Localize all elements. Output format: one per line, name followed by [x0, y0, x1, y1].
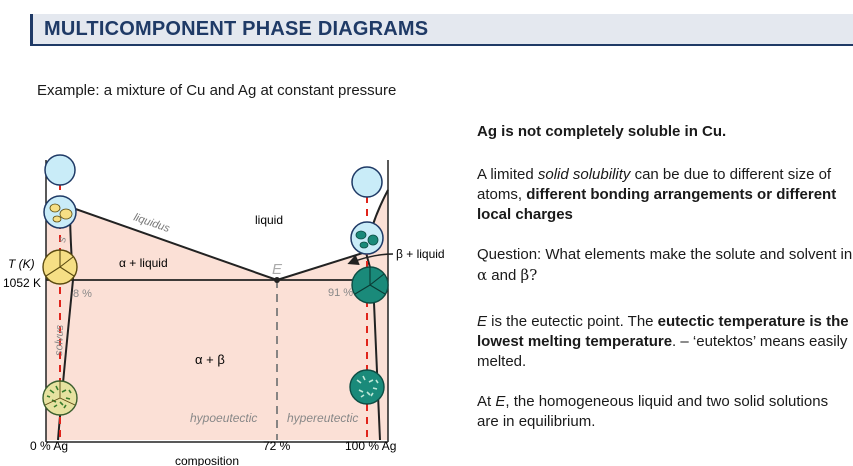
solubility-explanation: A limited solid solubility can be due to…: [477, 166, 837, 223]
alpha-solid-microstructure: [42, 249, 78, 285]
solvus-label: solvus: [53, 324, 66, 356]
alpha-beta-microstructure-left: [42, 380, 78, 416]
beta-solubility-label: 91 %: [328, 287, 353, 299]
x-tick-2: 100 % Ag: [345, 439, 396, 453]
equilibrium-statement: At E, the homogeneous liquid and two sol…: [477, 393, 829, 430]
x-tick-0: 0 % Ag: [30, 439, 68, 453]
title-bar: [30, 14, 853, 44]
liquid-label: liquid: [255, 213, 283, 227]
alpha-beta-microstructure-right: [349, 369, 385, 405]
slide-title: MULTICOMPONENT PHASE DIAGRAMS: [44, 18, 429, 40]
question-text: Question: What elements make the solute …: [477, 246, 853, 284]
eutectic-explanation: E is the eutectic point. The eutectic te…: [477, 313, 849, 370]
alpha-beta-label: α + β: [195, 352, 225, 367]
liquid-microstructure-left: [44, 154, 76, 186]
beta-liquid-label: β + liquid: [396, 247, 445, 261]
x-tick-1: 72 %: [263, 439, 291, 453]
alpha-liquid-label: α + liquid: [119, 256, 168, 270]
title-underline: [30, 44, 853, 46]
alpha-beta-region: [58, 280, 380, 440]
beta-liquid-microstructure: [350, 221, 384, 255]
beta-solid-microstructure: [351, 266, 389, 304]
eutectic-point: [274, 277, 280, 283]
eutectic-temperature-label: 1052 K: [3, 276, 41, 290]
beta-liquid-arrow: [347, 253, 394, 266]
hypereutectic-label: hypereutectic: [287, 411, 358, 425]
solidus-fragment-label: s: [56, 236, 69, 244]
example-caption: Example: a mixture of Cu and Ag at const…: [37, 82, 397, 99]
eutectic-E-label: E: [272, 261, 283, 278]
alpha-liquid-microstructure: [43, 195, 77, 229]
temperature-axis-label: T (K): [8, 257, 35, 271]
alpha-solubility-label: 8 %: [73, 288, 92, 300]
liquid-microstructure-right: [351, 166, 383, 198]
solubility-statement: Ag is not completely soluble in Cu.: [477, 123, 727, 140]
x-axis-label: composition: [175, 454, 239, 466]
hypoeutectic-label: hypoeutectic: [190, 411, 257, 425]
